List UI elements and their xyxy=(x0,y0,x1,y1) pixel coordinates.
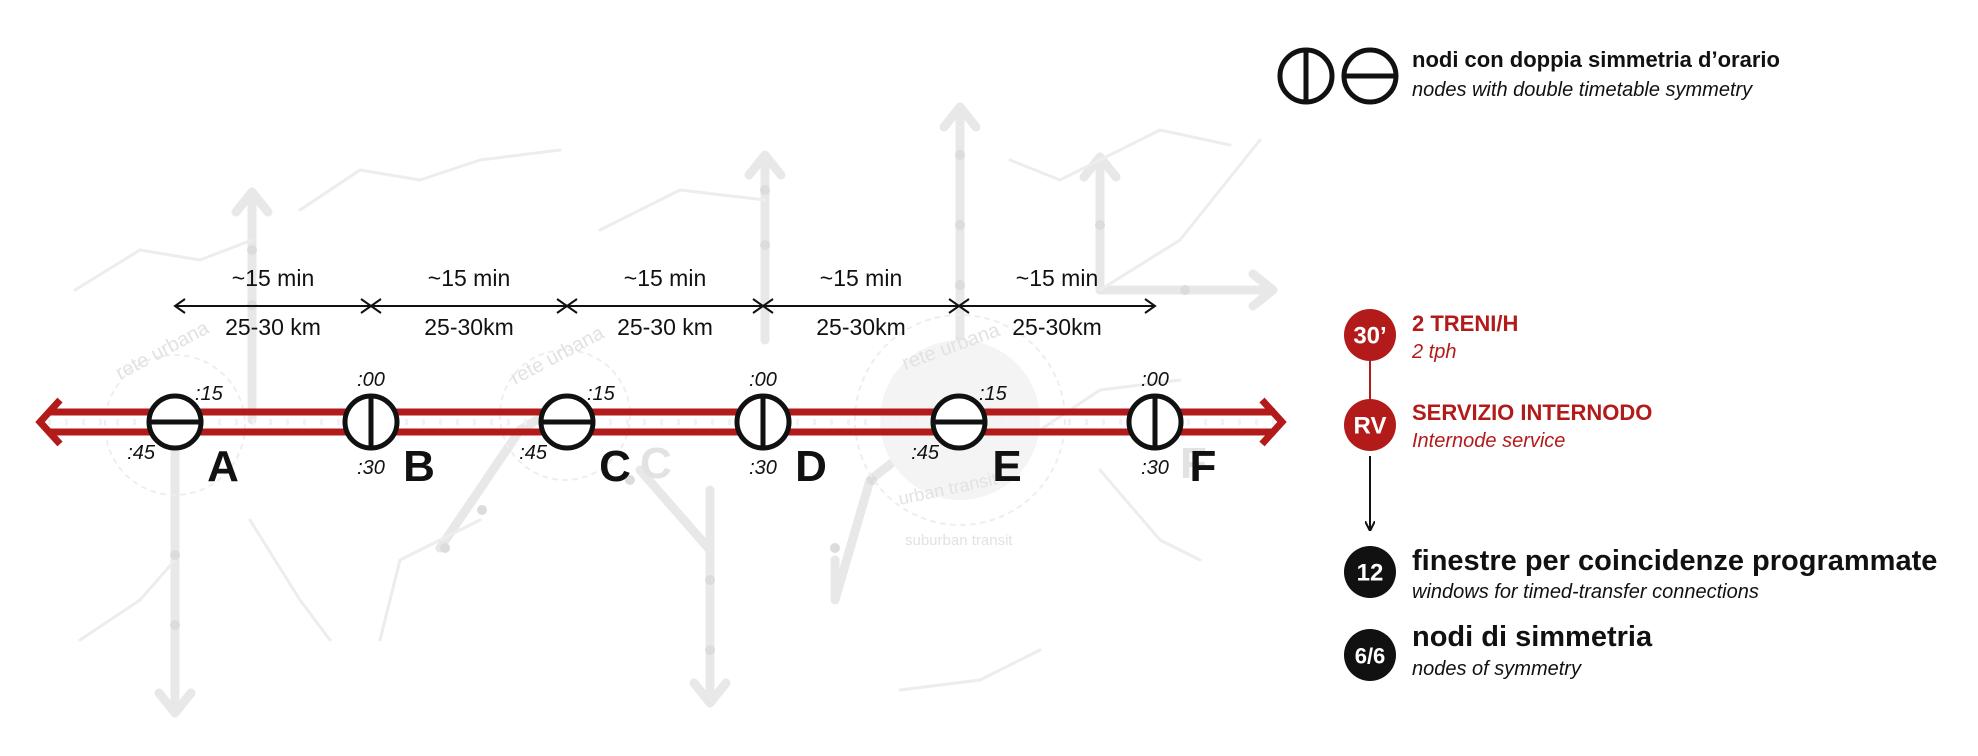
segment-time: ~15 min xyxy=(820,265,902,291)
segment-distance: 25-30 km xyxy=(225,314,321,340)
node-name: C xyxy=(599,442,631,491)
symmetry-nodes-badge-text: 6/6 xyxy=(1355,644,1386,669)
node-minute-bottom: :30 xyxy=(1141,457,1169,479)
red-arrow-left xyxy=(35,397,63,447)
ghost-label-rete-urbana-c: rete urbana xyxy=(507,322,608,390)
frequency-badge-text: 30’ xyxy=(1353,323,1386,350)
windows-badge xyxy=(1344,546,1396,598)
legend-frequency-title: 2 TRENI/H xyxy=(1412,311,1518,336)
node-minute-bottom: :30 xyxy=(749,457,777,479)
service-badge-text: RV xyxy=(1354,413,1387,440)
legend-symmetry-nodes-title: nodi di simmetria xyxy=(1412,621,1653,653)
segment-distance: 25-30km xyxy=(424,314,513,340)
background-network xyxy=(73,102,1278,718)
ghost-letter-c: C xyxy=(640,439,672,488)
node-a: :15 :45 A xyxy=(127,383,239,491)
node-name: D xyxy=(795,442,827,491)
ghost-letter-f: F xyxy=(1180,439,1207,488)
legend-frequency-subtitle: 2 tph xyxy=(1411,341,1456,363)
node-minute-top: :00 xyxy=(1141,369,1169,391)
legend-service: RV SERVIZIO INTERNODO Internode service xyxy=(1344,399,1652,452)
segment-arrowhead-left xyxy=(957,298,970,314)
legend-symmetry: nodi con doppia simmetria d’orario nodes… xyxy=(1277,47,1780,105)
segment-time: ~15 min xyxy=(624,265,706,291)
segment-dimensions: ~15 min 25-30 km ~15 min 25-30km ~15 min 25-3… xyxy=(173,265,1157,340)
legend-symmetry-nodes: 6/6 nodi di simmetria nodes of symmetry xyxy=(1344,621,1653,681)
service-badge xyxy=(1344,399,1396,451)
red-line xyxy=(35,397,1287,447)
node-minute-top: :00 xyxy=(749,369,777,391)
ghost-label-suburban-transit: suburban transit xyxy=(905,532,1013,549)
legend-windows: 12 finestre per coincidenze programmate … xyxy=(1344,545,1937,603)
frequency-badge xyxy=(1344,309,1396,361)
segment-distance: 25-30 km xyxy=(617,314,713,340)
node-f: :00 :30 F xyxy=(1126,369,1217,491)
node-name: B xyxy=(403,442,435,491)
legend-service-subtitle: Internode service xyxy=(1412,430,1565,452)
node-minute-bottom: :45 xyxy=(127,442,156,464)
segment-time: ~15 min xyxy=(232,265,314,291)
segment-distance: 25-30km xyxy=(816,314,905,340)
ghost-label-rete-urbana-a: rete urbana xyxy=(112,317,213,385)
segment-time: ~15 min xyxy=(428,265,510,291)
node-minute-top: :15 xyxy=(587,383,616,405)
legend-windows-title: finestre per coincidenze programmate xyxy=(1412,545,1937,577)
node-name: E xyxy=(992,442,1021,491)
node-name: F xyxy=(1190,442,1217,491)
windows-badge-text: 12 xyxy=(1357,560,1384,587)
legend: nodi con doppia simmetria d’orario nodes… xyxy=(1277,47,1937,681)
legend-symmetry-title: nodi con doppia simmetria d’orario xyxy=(1412,47,1780,72)
segment-3: ~15 min 25-30 km xyxy=(565,265,765,340)
segment-arrowhead-left xyxy=(173,298,186,314)
legend-windows-subtitle: windows for timed-transfer connections xyxy=(1412,581,1759,603)
node-minute-top: :15 xyxy=(195,383,224,405)
node-minute-bottom: :30 xyxy=(357,457,385,479)
segment-time: ~15 min xyxy=(1016,265,1098,291)
segment-arrowhead-right xyxy=(1144,298,1157,314)
segment-5: ~15 min 25-30km xyxy=(957,265,1157,340)
node-e: :15 :45 E xyxy=(911,383,1021,491)
node-minute-top: :15 xyxy=(979,383,1008,405)
segment-2: ~15 min 25-30km xyxy=(369,265,569,340)
node-c: :15 :45 C xyxy=(519,383,631,491)
node-name: A xyxy=(207,442,239,491)
segment-arrowhead-left xyxy=(565,298,578,314)
segment-arrowhead-left xyxy=(761,298,774,314)
line-nodes: :15 :45 A :00 :30 B :15 :45 C :00 :30 D :15 :45 E :00 :3… xyxy=(127,369,1216,491)
segment-arrowhead-left xyxy=(369,298,382,314)
segment-4: ~15 min 25-30km xyxy=(761,265,961,340)
legend-symmetry-nodes-subtitle: nodes of symmetry xyxy=(1412,658,1582,680)
legend-frequency: 30’ 2 TRENI/H 2 tph xyxy=(1344,309,1518,363)
red-arrow-right xyxy=(1259,397,1287,447)
node-b: :00 :30 B xyxy=(342,369,435,491)
segment-1: ~15 min 25-30 km xyxy=(173,265,373,340)
legend-symmetry-subtitle: nodes with double timetable symmetry xyxy=(1412,79,1753,101)
node-d: :00 :30 D xyxy=(734,369,827,491)
node-minute-bottom: :45 xyxy=(519,442,548,464)
symmetry-nodes-badge xyxy=(1344,629,1396,681)
node-minute-top: :00 xyxy=(357,369,385,391)
segment-distance: 25-30km xyxy=(1012,314,1101,340)
node-minute-bottom: :45 xyxy=(911,442,940,464)
legend-service-title: SERVIZIO INTERNODO xyxy=(1412,400,1652,425)
